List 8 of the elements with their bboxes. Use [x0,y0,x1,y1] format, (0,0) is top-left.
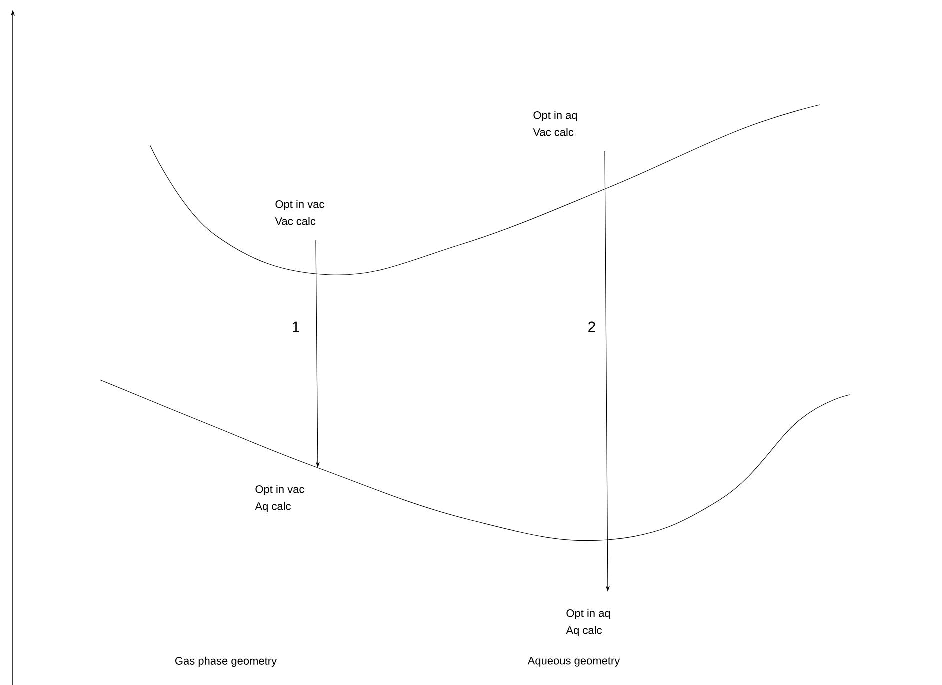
state-label: Opt in aq Aq calc [566,609,610,636]
edge-label: 2 [588,322,596,332]
state-label: Opt in vac Aq calc [255,485,304,512]
axis-label: Aqueous geometry [528,657,620,667]
axis-label: Gas phase geometry [176,656,278,668]
state-label: Opt in aq Vac calc [533,111,578,136]
edge-label: 1 [292,322,300,332]
state-label: Opt in vac Vac calc [275,200,324,226]
